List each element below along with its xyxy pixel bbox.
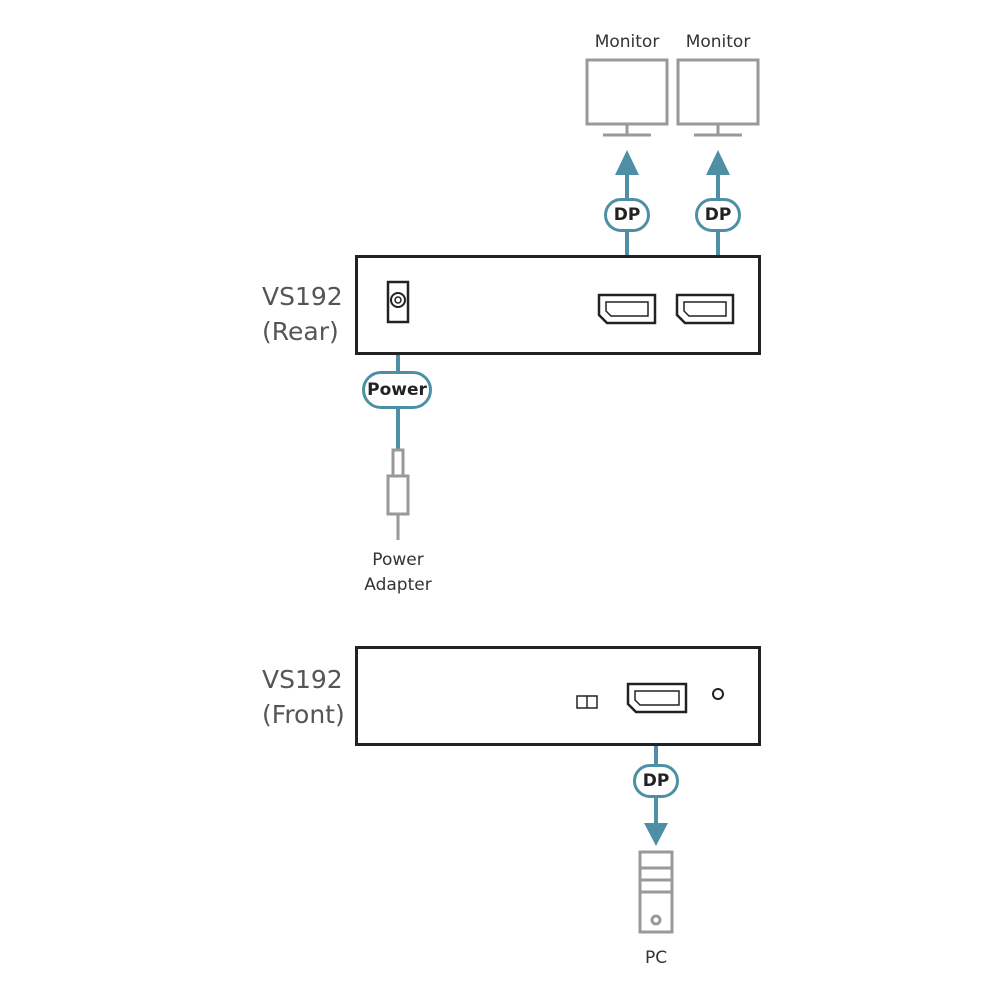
power-adapter-line-1: Power [372,550,424,570]
vs192-rear-panel [355,255,761,355]
rear-panel-ports [386,280,735,325]
rear-device-name: VS192 [262,282,343,311]
led-indicator-icon [712,688,724,700]
pc-label: PC [644,948,668,968]
dp-cable-monitor-1-label: DP [604,198,650,232]
power-cable-label: Power [362,371,432,409]
power-adapter-label: Power Adapter [348,548,448,598]
dp-port-1-icon [597,293,657,325]
dp-cable-monitor-2-label: DP [695,198,741,232]
power-adapter-line-2: Adapter [364,575,432,595]
monitor-2-label: Monitor [685,32,751,52]
monitor-1-label: Monitor [594,32,660,52]
dp-port-front-icon [626,682,688,714]
front-device-name: VS192 [262,665,343,694]
front-device-side: (Front) [262,700,345,729]
monitor-1-icon [585,58,669,137]
power-adapter-icon [386,448,410,540]
rear-device-label: VS192 (Rear) [262,279,343,349]
switch-icon [576,695,598,709]
front-panel-ports [576,682,724,714]
front-device-label: VS192 (Front) [262,662,345,732]
monitor-2-icon [676,58,760,137]
power-jack-icon [386,280,410,324]
pc-tower-icon [638,850,674,934]
vs192-front-panel [355,646,761,746]
rear-device-side: (Rear) [262,317,339,346]
dp-port-2-icon [675,293,735,325]
dp-cable-pc-label: DP [633,764,679,798]
